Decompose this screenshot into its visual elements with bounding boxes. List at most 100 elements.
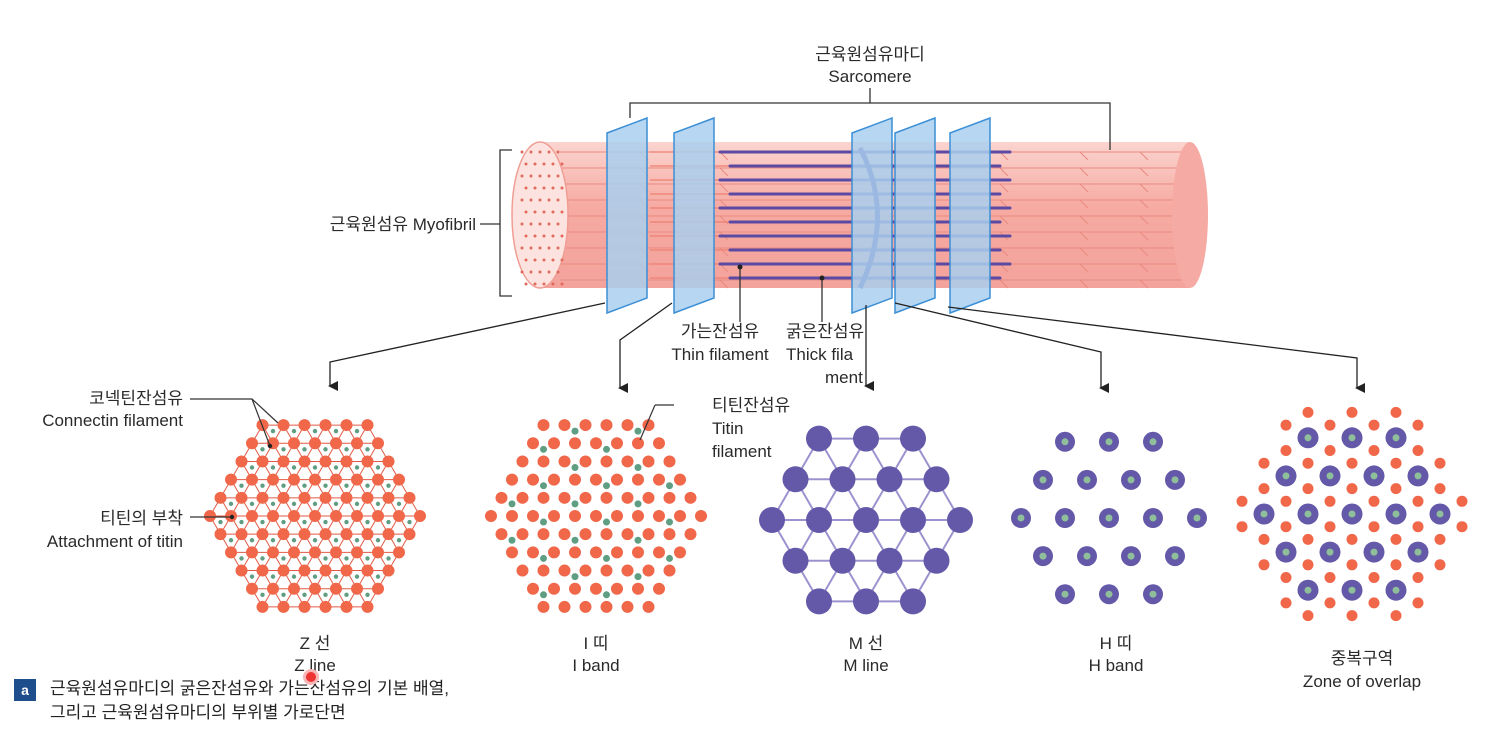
titin-attachment <box>270 465 276 470</box>
titin-filament <box>508 500 516 508</box>
actin-filament <box>516 564 529 577</box>
titin-attachment <box>281 592 286 598</box>
titin-attachment <box>344 519 349 525</box>
titin-attachment <box>333 501 339 507</box>
actin-filament <box>632 473 644 486</box>
actin-filament <box>684 528 697 541</box>
actin-filament <box>393 510 405 522</box>
thin-filament-label-en: Thin filament <box>671 345 769 364</box>
actin-filament <box>653 582 665 595</box>
actin-filament <box>569 546 581 559</box>
titin-attachment <box>333 465 339 470</box>
titin-attachment <box>281 483 286 488</box>
actin-filament <box>1368 444 1380 456</box>
actin-filament <box>235 564 248 577</box>
myosin-core <box>1348 434 1356 442</box>
myosin-filament <box>947 507 973 533</box>
panel-label-i-ko: I 띠 <box>583 634 609 653</box>
actin-filament <box>1302 559 1314 571</box>
myosin-filament <box>806 588 832 615</box>
titin-attachment <box>312 465 318 470</box>
actin-filament <box>1434 559 1446 571</box>
actin-filament <box>1324 495 1336 507</box>
titin-attachment <box>407 519 412 525</box>
actin-filament <box>663 455 676 468</box>
actin-filament <box>632 510 644 522</box>
titin-attachment <box>365 519 370 525</box>
actin-filament <box>548 510 560 522</box>
actin-filament <box>590 437 602 450</box>
titin-attachment <box>386 519 391 525</box>
actin-filament <box>579 528 592 541</box>
myosin-core <box>1414 548 1422 556</box>
actin-filament <box>225 473 237 486</box>
titin-attachment <box>260 592 265 598</box>
titin-attachment <box>375 501 381 507</box>
actin-filament <box>569 437 581 450</box>
actin-filament <box>558 564 571 577</box>
titin-attachment <box>396 538 402 543</box>
actin-filament <box>537 455 550 468</box>
actin-filament <box>621 491 634 504</box>
myosin-filament <box>853 507 879 533</box>
panel-label-h-ko: H 띠 <box>1099 634 1133 653</box>
actin-filament <box>1258 483 1270 495</box>
myosin-core <box>1326 548 1334 556</box>
actin-filament <box>1390 483 1402 495</box>
actin-filament <box>1412 521 1424 533</box>
actin-filament <box>246 510 258 522</box>
myosin-filament <box>923 466 950 493</box>
actin-filament <box>319 491 332 504</box>
actin-filament <box>351 546 363 559</box>
actin-filament <box>579 455 592 468</box>
actin-filament <box>235 528 248 541</box>
titin-filament <box>634 427 642 435</box>
titin-filament <box>540 518 547 526</box>
titin-attachment <box>354 428 360 434</box>
actin-filament <box>235 455 248 468</box>
titin-filament <box>540 591 547 599</box>
myosin-core <box>1370 472 1378 480</box>
myosin-core <box>1348 510 1356 518</box>
actin-filament <box>372 510 384 522</box>
myosin-core <box>1370 548 1378 556</box>
actin-filament <box>351 473 363 486</box>
titin-attachment <box>344 447 349 452</box>
myosin-core <box>1171 552 1179 560</box>
actin-filament <box>611 510 623 522</box>
titin-attachment <box>344 483 349 488</box>
actin-filament <box>1302 610 1314 622</box>
actin-filament <box>611 546 623 559</box>
actin-filament <box>663 491 676 504</box>
myosin-core <box>1193 514 1201 522</box>
actin-filament <box>632 582 644 595</box>
myofibril-cross-section <box>511 141 569 289</box>
myosin-core <box>1061 514 1069 522</box>
actin-filament <box>600 419 613 432</box>
actin-filament <box>1236 521 1248 533</box>
actin-filament <box>642 600 655 613</box>
titin-attachment <box>323 556 328 561</box>
actin-filament <box>267 473 279 486</box>
actin-filament <box>579 419 592 432</box>
myosin-filament <box>829 547 856 574</box>
myosin-core <box>1127 476 1135 484</box>
titin-attachment <box>375 574 381 579</box>
actin-filament <box>674 510 686 522</box>
actin-filament <box>600 528 613 541</box>
titin-attachment <box>291 574 297 579</box>
sarcomere-label-en: Sarcomere <box>828 67 912 86</box>
titin-attachment <box>302 483 307 488</box>
titin-attachment <box>312 538 318 543</box>
titin-attachment <box>333 538 339 543</box>
actin-filament <box>1280 597 1292 609</box>
titin-attachment <box>396 501 402 507</box>
actin-filament <box>1346 457 1358 469</box>
actin-filament <box>1434 457 1446 469</box>
actin-filament <box>1236 495 1248 507</box>
titin-filament <box>603 518 610 526</box>
titin-filament <box>571 500 579 508</box>
titin-attachment <box>218 519 223 525</box>
myosin-filament <box>806 507 832 533</box>
